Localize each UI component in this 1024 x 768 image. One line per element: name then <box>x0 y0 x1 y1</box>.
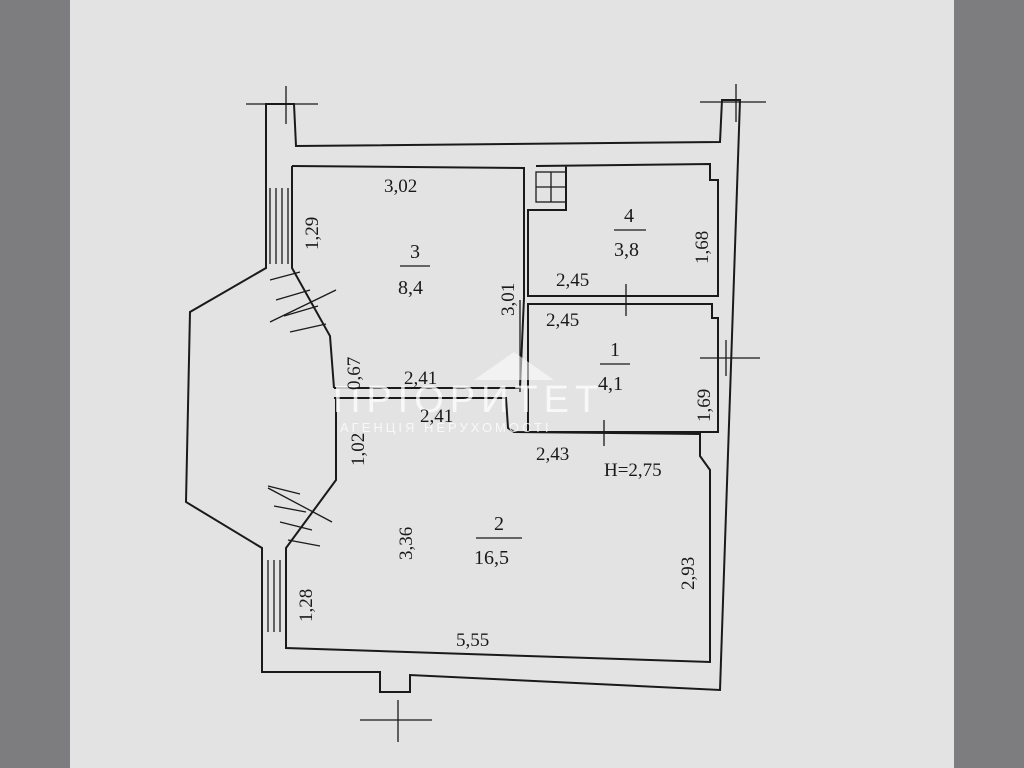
ceiling-height: H=2,75 <box>604 460 662 481</box>
watermark-tagline: АГЕНЦІЯ НЕРУХОМОСТІ <box>340 420 552 435</box>
watermark: ПРІОРИТЕТ АГЕНЦІЯ НЕРУХОМОСТІ <box>333 352 604 435</box>
dim-bay-left: 0,67 <box>344 357 365 390</box>
dim-room1-right: 1,69 <box>694 389 715 422</box>
room-3-label: 3 8,4 <box>398 241 430 299</box>
dim-room4-right: 1,68 <box>692 231 713 264</box>
dim-room2-corridor: 2,43 <box>536 444 569 465</box>
room-number: 3 <box>410 241 420 263</box>
room-area: 16,5 <box>474 547 509 569</box>
dim-room3-right: 3,01 <box>498 283 519 316</box>
dim-room3-left: 1,29 <box>302 217 323 250</box>
room-number: 2 <box>494 513 504 535</box>
watermark-house-icon <box>474 352 554 380</box>
room-number: 1 <box>610 339 620 361</box>
outer-walls <box>184 84 766 742</box>
dim-room2-left: 3,36 <box>396 527 417 560</box>
room-area: 3,8 <box>614 239 639 261</box>
watermark-brand: ПРІОРИТЕТ <box>333 379 604 421</box>
dim-room1-top: 2,45 <box>546 310 579 331</box>
room-1-label: 1 4,1 <box>598 339 630 395</box>
dim-room2-top-left: 1,02 <box>348 433 369 466</box>
dim-room2-bottom: 5,55 <box>456 630 489 651</box>
dim-room3-top: 3,02 <box>384 176 417 197</box>
room-area: 8,4 <box>398 277 423 299</box>
dim-room2-right: 2,93 <box>678 557 699 590</box>
dim-room3-bottom: 2,41 <box>404 368 437 389</box>
paper-sheet <box>70 0 954 768</box>
room-2-label: 2 16,5 <box>474 513 522 569</box>
room-number: 4 <box>624 205 634 227</box>
room-area: 4,1 <box>598 373 623 395</box>
dimension-labels: 3,02 1,29 3,01 2,41 0,67 1,68 2,45 2,45 … <box>296 176 715 651</box>
dim-room2-lower-left: 1,28 <box>296 589 317 622</box>
dim-room4-bottom: 2,45 <box>556 270 589 291</box>
room-4-label: 4 3,8 <box>614 205 646 261</box>
dim-room2-top: 2,41 <box>420 406 453 427</box>
